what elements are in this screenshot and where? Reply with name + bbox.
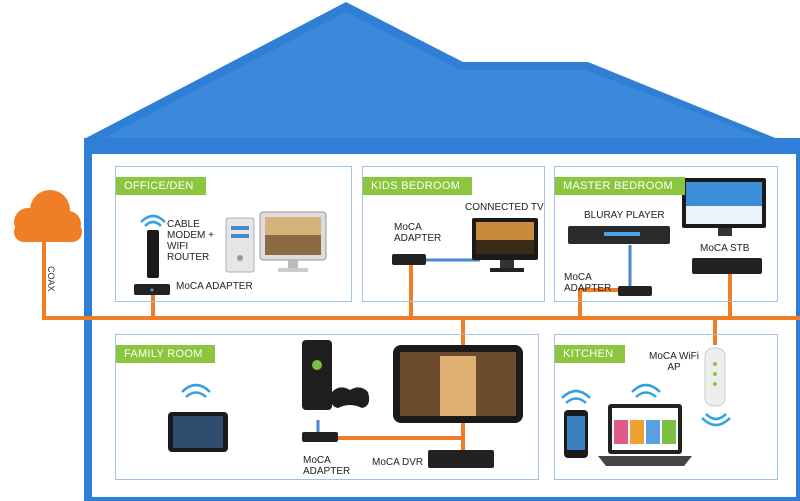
room-office: OFFICE/DEN — [115, 166, 352, 302]
moca-dvr — [428, 450, 494, 468]
room-label-office: OFFICE/DEN — [116, 177, 206, 195]
room-kitchen: KITCHEN — [554, 334, 778, 480]
family-tv — [393, 345, 523, 423]
game-console — [302, 340, 370, 410]
room-label-kids: KIDS BEDROOM — [363, 177, 473, 195]
bluray-player-label: BLURAY PLAYER — [584, 210, 665, 221]
office-moca-adapter-label: MoCA ADAPTER — [176, 281, 253, 292]
cable-modem-label: CABLE MODEM + WIFI ROUTER — [167, 219, 214, 263]
smartphone — [564, 410, 588, 458]
desktop-monitor — [259, 211, 327, 272]
room-kids: KIDS BEDROOM — [362, 166, 545, 302]
wifi-access-point — [704, 347, 726, 407]
wifi-icon — [701, 413, 731, 427]
tablet — [168, 412, 228, 452]
cable-modem-router — [147, 230, 159, 278]
kids-moca-adapter-label: MoCA ADAPTER — [394, 222, 442, 244]
internet-cloud-icon — [14, 190, 82, 242]
family-moca-adapter — [302, 432, 338, 442]
master-tv — [682, 178, 766, 236]
laptop — [598, 404, 692, 466]
connected-tv-label: CONNECTED TV — [465, 202, 544, 213]
master-moca-adapter — [618, 286, 652, 296]
moca-wifi-ap-label: MoCA WiFi AP — [649, 351, 699, 373]
room-label-kitchen: KITCHEN — [555, 345, 626, 363]
wifi-icon — [181, 383, 211, 398]
room-master: MASTER BEDROOM — [554, 166, 778, 302]
coax-label: COAX — [46, 266, 56, 292]
room-label-master: MASTER BEDROOM — [555, 177, 685, 195]
wifi-icon — [561, 389, 591, 404]
bluray-player — [568, 226, 670, 244]
master-moca-adapter-label: MoCA ADAPTER — [564, 272, 612, 294]
wifi-icon — [140, 214, 166, 227]
family-moca-adapter-label: MoCA ADAPTER — [303, 455, 351, 477]
pc-tower — [225, 217, 255, 273]
moca-stb-label: MoCA STB — [700, 243, 750, 254]
moca-dvr-label: MoCA DVR — [372, 457, 424, 468]
connected-tv — [472, 218, 538, 272]
room-label-family: FAMILY ROOM — [116, 345, 215, 363]
moca-stb — [692, 258, 762, 274]
wifi-icon — [631, 383, 661, 398]
room-family: FAMILY ROOM — [115, 334, 539, 480]
kids-moca-adapter — [392, 254, 426, 265]
